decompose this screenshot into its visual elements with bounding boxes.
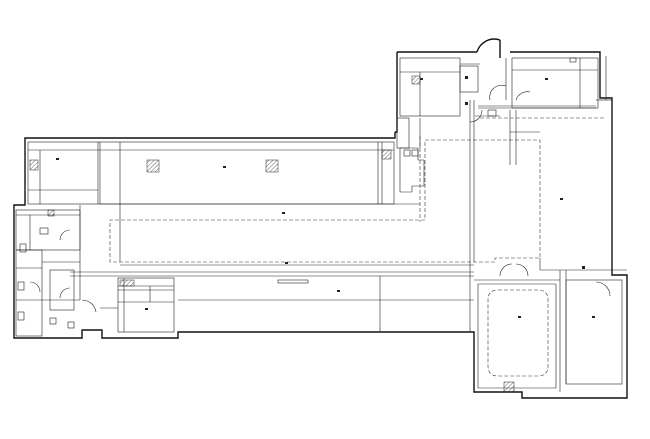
exterior-walls (13, 38, 628, 399)
hatched-shafts (29, 75, 515, 393)
south-east-rooms (474, 258, 627, 392)
corridor-dashed (109, 117, 605, 263)
north-east-rooms (399, 56, 613, 270)
west-stair (100, 277, 175, 333)
service-core (396, 109, 483, 193)
west-wing-lines (27, 141, 420, 262)
west-service-rooms (15, 205, 97, 337)
main-hall-lines (70, 100, 475, 332)
annotation-marks (56, 76, 595, 318)
